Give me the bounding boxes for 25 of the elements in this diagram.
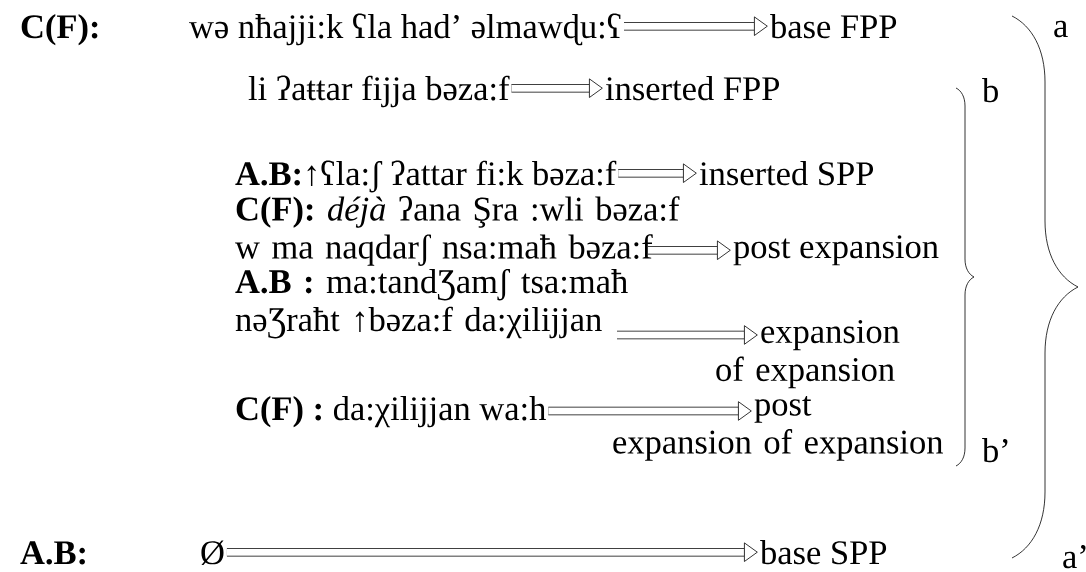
bracket-label: b <box>982 78 998 103</box>
utterance-text: li ʔaŧŧar fijja bəza:f <box>248 75 510 108</box>
speaker-label: C(F): <box>21 14 98 46</box>
hollow-arrow <box>511 78 603 98</box>
hollow-arrow <box>618 163 697 183</box>
utterance-text: inserted SPP <box>699 161 873 186</box>
utterance-text: base FPP <box>770 14 897 39</box>
utterance-text: post expansion <box>733 235 939 266</box>
hollow-arrow <box>648 240 731 260</box>
hollow-arrow <box>548 401 752 421</box>
bracket-label: a <box>1054 20 1068 38</box>
utterance-text: post expansion of expansion <box>613 396 943 461</box>
utterance-text: Ø <box>201 540 224 565</box>
hollow-arrow <box>617 325 758 345</box>
utterance-text: wə nħajji:k ʕla had’ əlmawɖu:ʕ <box>189 13 621 46</box>
hollow-arrow <box>624 16 768 36</box>
utterance-text: A.B:↑ʕla:ʃ ʔattar fi:k bəza:f <box>235 160 617 193</box>
utterance-text: base SPP <box>760 540 887 565</box>
speaker-label: A.B: <box>20 541 85 565</box>
utterance-text: A.B : ma:tandƷamʃ tsa:maħ nəƷraħt ↑bəza:f da:χilijjan <box>235 269 628 339</box>
bracket-label: b’ <box>982 438 1008 463</box>
utterance-text: C(F) : da:χilijjan wa:h <box>236 396 546 428</box>
hollow-arrow <box>226 542 758 562</box>
bracket-label: a’ <box>1063 545 1086 569</box>
utterance-text: inserted FPP <box>605 76 779 101</box>
